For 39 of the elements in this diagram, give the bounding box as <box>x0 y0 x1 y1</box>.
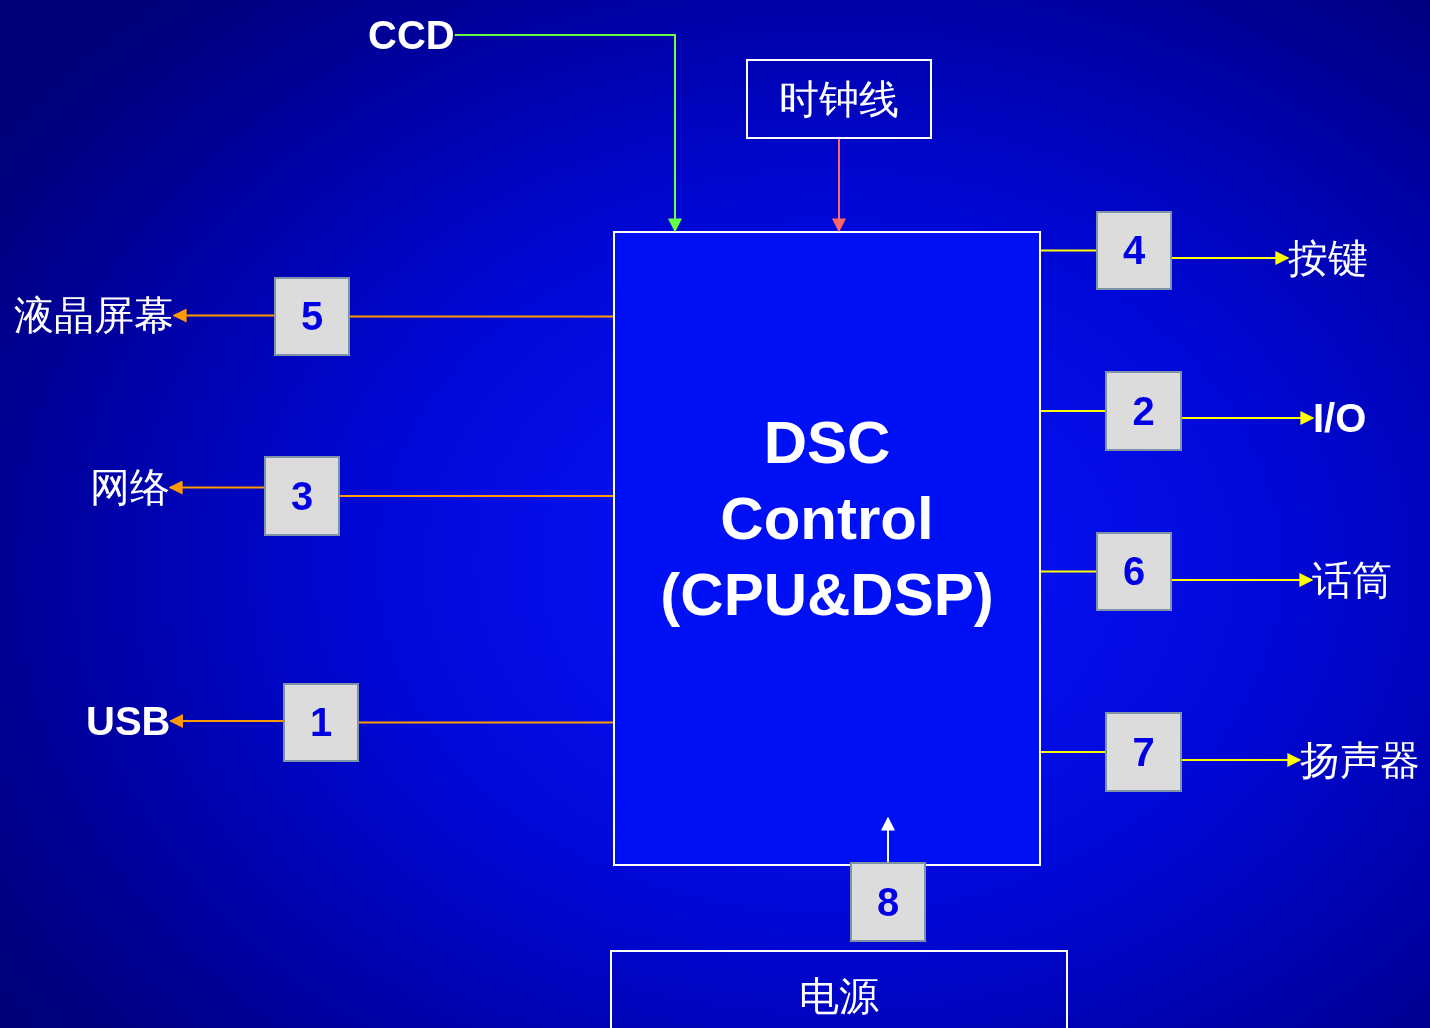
number-box: 1 <box>283 683 359 762</box>
output-label: 网络 <box>90 464 170 511</box>
number-box: 2 <box>1105 371 1182 451</box>
number-box: 8 <box>850 862 926 942</box>
box-label: 电源 <box>799 972 879 1020</box>
connector-line <box>1040 249 1097 252</box>
input-label: CCD <box>368 12 455 58</box>
number-box: 6 <box>1096 532 1172 611</box>
arrow <box>832 138 846 233</box>
output-label: USB <box>86 698 171 744</box>
connector-line <box>349 315 614 318</box>
output-label: I/O <box>1313 395 1367 441</box>
output-label: 扬声器 <box>1300 736 1420 784</box>
output-label: 液晶屏幕 <box>14 292 174 339</box>
arrow <box>168 480 265 495</box>
connector-line <box>1040 410 1106 412</box>
connector-line <box>1040 751 1106 753</box>
connector-line <box>1040 570 1097 573</box>
arrow <box>1181 411 1315 425</box>
output-label: 话筒 <box>1312 556 1392 604</box>
arrow <box>169 714 284 728</box>
arrow <box>1181 753 1302 767</box>
power-box <box>610 950 1068 1028</box>
controller-box <box>613 231 1041 866</box>
number-box: 5 <box>274 277 350 356</box>
number-box: 7 <box>1105 712 1182 792</box>
box-label: 时钟线 <box>779 75 899 123</box>
connector-line <box>339 495 614 497</box>
arrow <box>453 34 682 233</box>
number-box: 4 <box>1096 211 1172 290</box>
clock-box <box>746 59 932 139</box>
arrow <box>881 816 895 863</box>
arrow <box>172 308 275 323</box>
arrow <box>1171 573 1314 587</box>
box-label: DSC Control (CPU&DSP) <box>659 407 995 630</box>
output-label: 按键 <box>1288 234 1368 282</box>
number-box: 3 <box>264 456 340 536</box>
connector-line <box>358 721 614 724</box>
arrow <box>1171 251 1290 265</box>
